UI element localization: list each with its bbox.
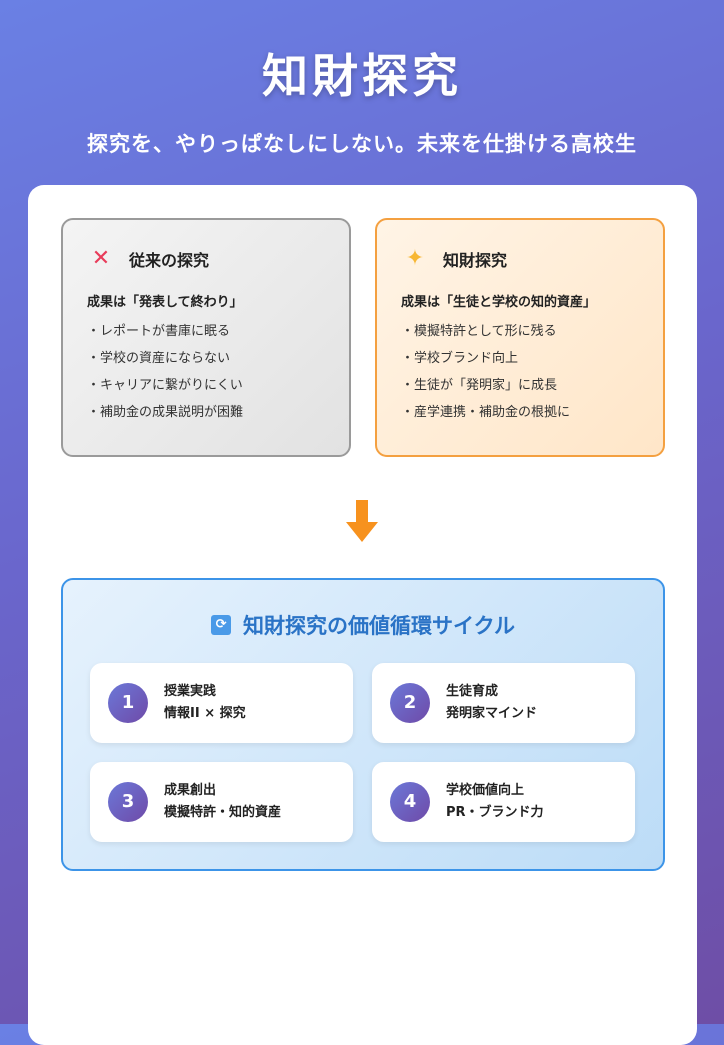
step-number: 4 [390,782,430,822]
ip-inquiry-box: ✦ 知財探究 成果は「生徒と学校の知的資産」 ・模擬特許として形に残る ・学校ブラ… [375,218,665,457]
cycle-step: 2 生徒育成発明家マインド [372,663,635,743]
step-title: 授業実践 [164,684,217,699]
list-item: ・産学連携・補助金の根拠に [401,405,571,420]
list-item: ・学校の資産にならない [87,351,231,366]
page-title: 知財探究 [262,49,462,103]
list-item: ・キャリアに繋がりにくい [87,378,243,393]
list-item: ・生徒が「発明家」に成長 [401,378,558,393]
list-item: ・学校ブランド向上 [401,351,519,366]
cycle-step: 1 授業実践情報II × 探究 [90,663,353,743]
step-title: 生徒育成 [446,684,499,699]
cycle-step: 4 学校価値向上 PR・ブランド力 [372,762,635,842]
step-desc: PR・ブランド力 [446,805,544,820]
step-desc: 模擬特許・知的資産 [164,805,282,820]
cycle-icon: ⟳ [211,615,232,635]
cross-icon: ✕ [91,246,111,271]
list-item: ・補助金の成果説明が困難 [87,405,244,420]
cycle-title: 知財探究の価値循環サイクル [243,614,515,638]
step-desc: 情報II × 探究 [164,706,246,721]
box-lead: 成果は「生徒と学校の知的資産」 [401,295,597,310]
cycle-step: 3 成果創出模擬特許・知的資産 [90,762,353,842]
step-title: 学校価値向上 [446,783,525,798]
step-desc: 発明家マインド [446,706,538,721]
arrow-down-icon [346,500,378,542]
box-heading: 従来の探究 [129,250,210,270]
value-cycle-panel: ⟳ 知財探究の価値循環サイクル 1 授業実践情報II × 探究 2 生徒育成発明家マイ… [61,578,665,871]
step-title: 成果創出 [164,783,217,798]
traditional-inquiry-box: ✕ 従来の探究 成果は「発表して終わり」 ・レポートが書庫に眠る ・学校の資産にな… [61,218,351,457]
box-heading: 知財探究 [443,250,508,270]
list-item: ・レポートが書庫に眠る [87,324,231,339]
step-number: 2 [390,683,430,723]
step-number: 3 [108,782,148,822]
list-item: ・模擬特許として形に残る [401,324,557,339]
page-subtitle: 探究を、やりっぱなしにしない。未来を仕掛ける高校生 [87,132,637,156]
box-lead: 成果は「発表して終わり」 [87,295,243,310]
step-number: 1 [108,683,148,723]
sparkles-icon: ✦ [405,246,425,271]
